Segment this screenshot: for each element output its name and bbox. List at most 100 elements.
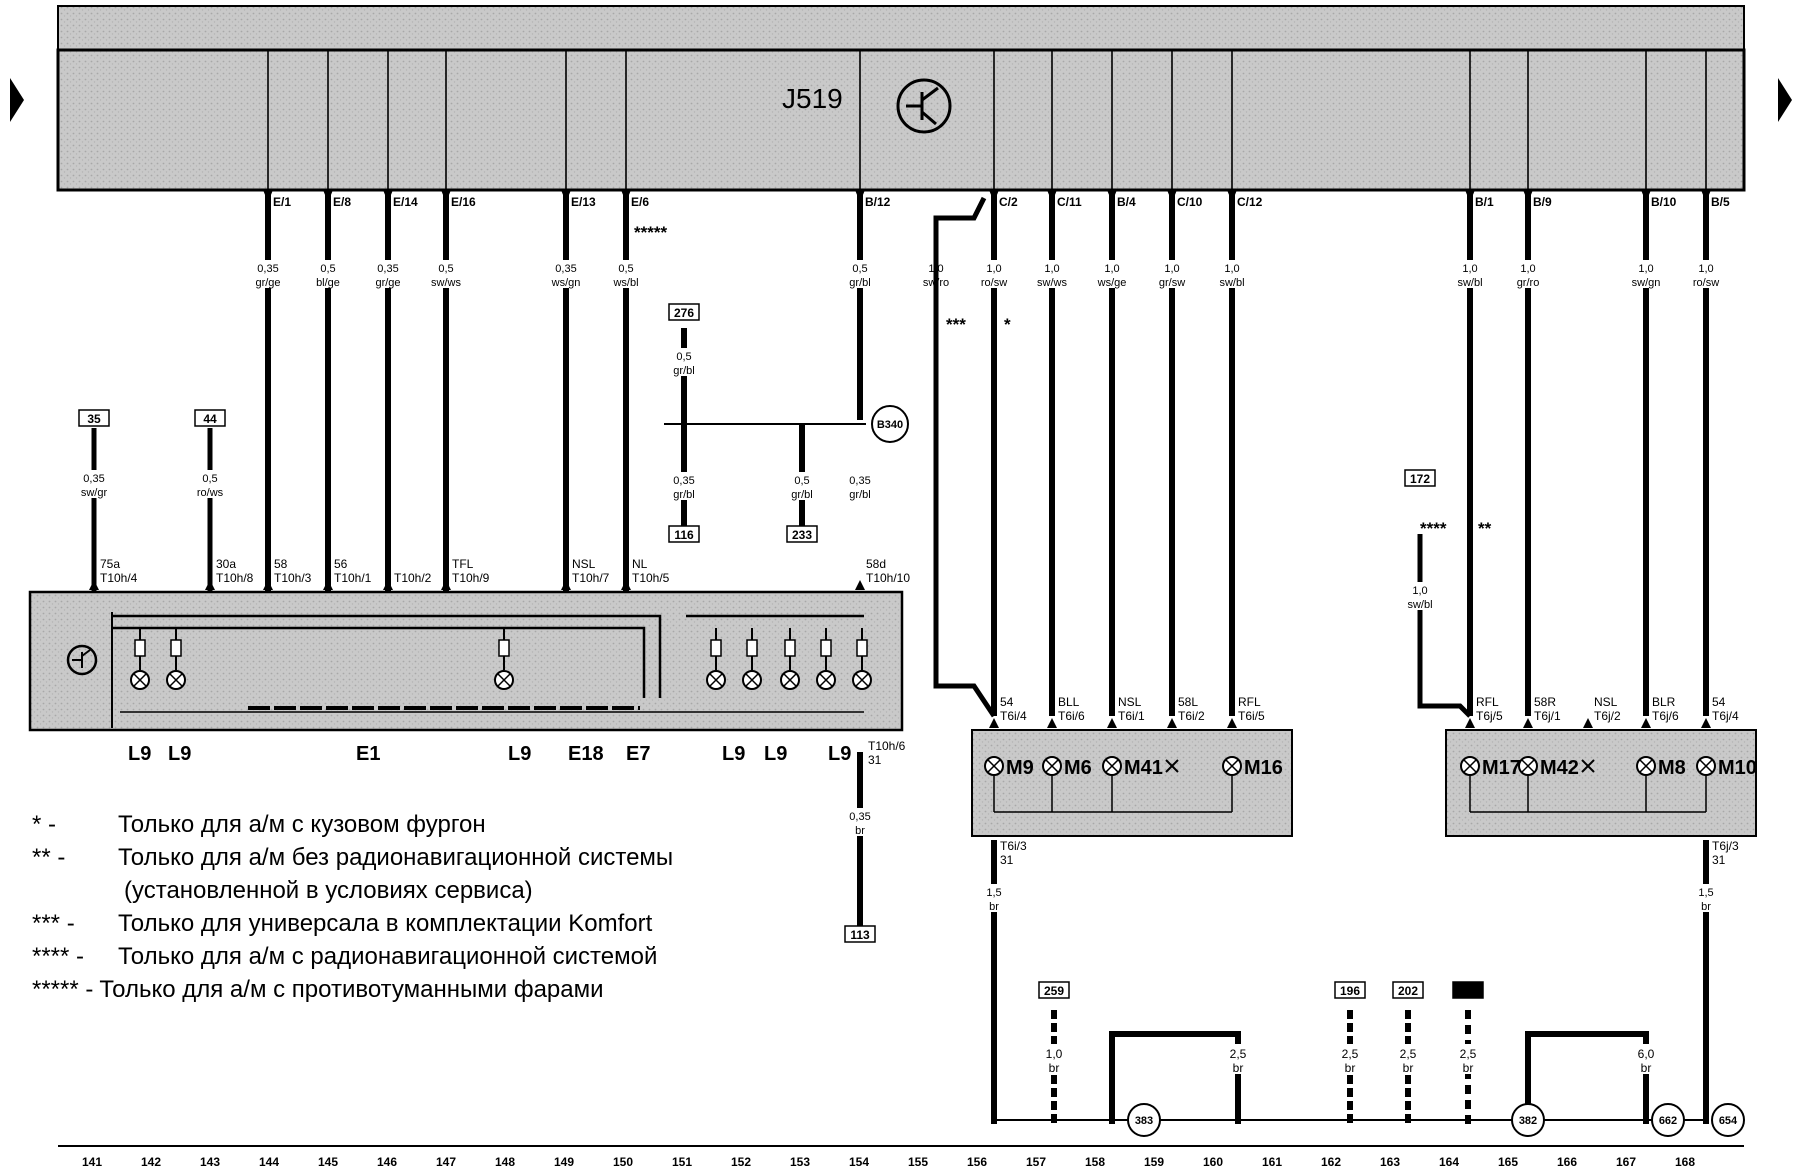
pin-number: T10h/2: [394, 571, 432, 585]
wire-size: 0,5: [794, 475, 809, 487]
wire-size: 2,5: [1400, 1047, 1417, 1061]
connector-label: C/2: [999, 195, 1018, 209]
connector-label: E/14: [393, 195, 418, 209]
pin-function: 30a: [216, 557, 236, 571]
reference-number: 113: [850, 928, 870, 942]
pin-number: T10h/4: [100, 571, 138, 585]
connector-arrow-icon: [1701, 190, 1711, 202]
pin-function: NL: [632, 557, 648, 571]
page-prev-arrow[interactable]: [10, 78, 24, 122]
wire-jumper-c2: [933, 196, 1472, 718]
wire-size: 1,0: [1698, 263, 1713, 275]
connector-label: B/12: [865, 195, 891, 209]
pin-number: T10h/8: [216, 571, 254, 585]
reference-box: [194, 409, 226, 427]
component-label: L9: [508, 743, 531, 765]
scale-number: 157: [1026, 1155, 1046, 1169]
cluster-pins: 54T6i/4BLLT6i/6NSLT6i/158LT6i/2RFLT6i/5R…: [989, 695, 1739, 728]
pin-function: NSL: [572, 557, 596, 571]
note-without-navigation: **: [1478, 519, 1492, 538]
legend-text: Только для универсала в комплектации Kom…: [118, 910, 653, 937]
scale-number: 161: [1262, 1155, 1282, 1169]
connector-arrow-icon: [1047, 190, 1057, 202]
note-estate-komfort: ***: [946, 315, 966, 334]
component-label: L9: [168, 743, 191, 765]
connector-label: E/1: [273, 195, 291, 209]
connector-arrow-icon: [263, 190, 273, 202]
pin-number: T6j/4: [1712, 709, 1739, 723]
wire-size: 1,0: [1164, 263, 1179, 275]
connector-label: E/8: [333, 195, 351, 209]
bulb-cross: [987, 759, 1001, 773]
middle-wiring: [91, 328, 1709, 1124]
wire-size: 0,35: [83, 473, 104, 485]
wire-label-bg: [660, 348, 708, 376]
component-label: L9: [764, 743, 787, 765]
wire-size: 1,0: [986, 263, 1001, 275]
legend-row: (установленной в условиях сервиса): [32, 874, 673, 907]
splice-circle: [871, 405, 909, 443]
resistor-icon: [134, 639, 146, 657]
resistor-icon: [710, 639, 722, 657]
component-label: E18: [568, 743, 604, 765]
wire-size: 0,35: [849, 475, 870, 487]
wire-color: bl/ge: [316, 277, 340, 289]
wire-label-bg: [970, 884, 1018, 912]
wire-label-bg: [1034, 1044, 1074, 1074]
pin-function: 58L: [1178, 695, 1198, 709]
reference-number: 202: [1398, 984, 1418, 998]
legend: * -Только для а/м с кузовом фургон ** -Т…: [32, 808, 673, 1006]
wire-label-bg: [836, 260, 884, 288]
control-unit-label: J519: [782, 83, 843, 114]
ground-pins: T10h/6 31 T6i/3 31 T6j/3 31: [868, 739, 1739, 867]
pin-number: T6j/5: [1476, 709, 1503, 723]
lamp-label: M16: [1244, 757, 1283, 779]
pin-arrow-icon: [1167, 718, 1177, 728]
component-label: L9: [128, 743, 151, 765]
pin-arrow-icon: [263, 580, 273, 590]
wire-label-bg: [1448, 1044, 1488, 1074]
bulb-cross: [1045, 759, 1059, 773]
wire-color: sw/ws: [431, 277, 461, 289]
reference-box: [844, 925, 876, 943]
connector-arrow-icon: [989, 190, 999, 202]
reference-number: 116: [674, 528, 694, 542]
bulb-cross: [1463, 759, 1477, 773]
wire-size: 1,5: [986, 887, 1001, 899]
scale-number: 143: [200, 1155, 220, 1169]
scale-number: 145: [318, 1155, 338, 1169]
wire-label-bg: [244, 260, 292, 288]
wire-color: sw/bl: [1219, 277, 1244, 289]
connector-arrow-icon: [323, 190, 333, 202]
connector-arrow-icon: [561, 190, 571, 202]
legend-row: **** -Только для а/м с радионавигационно…: [32, 940, 673, 973]
legend-text: Только для а/м с радионавигационной сист…: [118, 943, 658, 970]
wire-label-bg: [1504, 260, 1552, 288]
wire-size: 1,0: [1462, 263, 1477, 275]
wire-label-bg: [660, 472, 708, 500]
reference-number: 233: [792, 528, 812, 542]
legend-text: (установленной в условиях сервиса): [124, 877, 533, 904]
scale-number: 162: [1321, 1155, 1341, 1169]
reference-box: [1452, 981, 1484, 999]
pin-number: T6i/2: [1178, 709, 1205, 723]
wire-color: ws/ge: [1097, 277, 1127, 289]
splice-label: B340: [877, 419, 903, 431]
wire-color: gr/bl: [673, 365, 694, 377]
wire-label-bg: [1208, 260, 1256, 288]
legend-key: *** -: [32, 910, 75, 937]
wire-color: gr/ro: [1517, 277, 1540, 289]
reference-box: [1334, 981, 1366, 999]
svg-text:T6j/3: T6j/3: [1712, 839, 1739, 853]
wire-size: 1,5: [1698, 887, 1713, 899]
wire-label-bg: [364, 260, 412, 288]
wire-color: sw/ws: [1037, 277, 1067, 289]
reference-number: 276: [674, 306, 694, 320]
wire-label-bg: [1622, 260, 1670, 288]
wire-label-bg: [422, 260, 470, 288]
wire-size: 1,0: [1412, 585, 1427, 597]
page-next-arrow[interactable]: [1778, 78, 1792, 122]
wire-size: 2,5: [1230, 1047, 1247, 1061]
